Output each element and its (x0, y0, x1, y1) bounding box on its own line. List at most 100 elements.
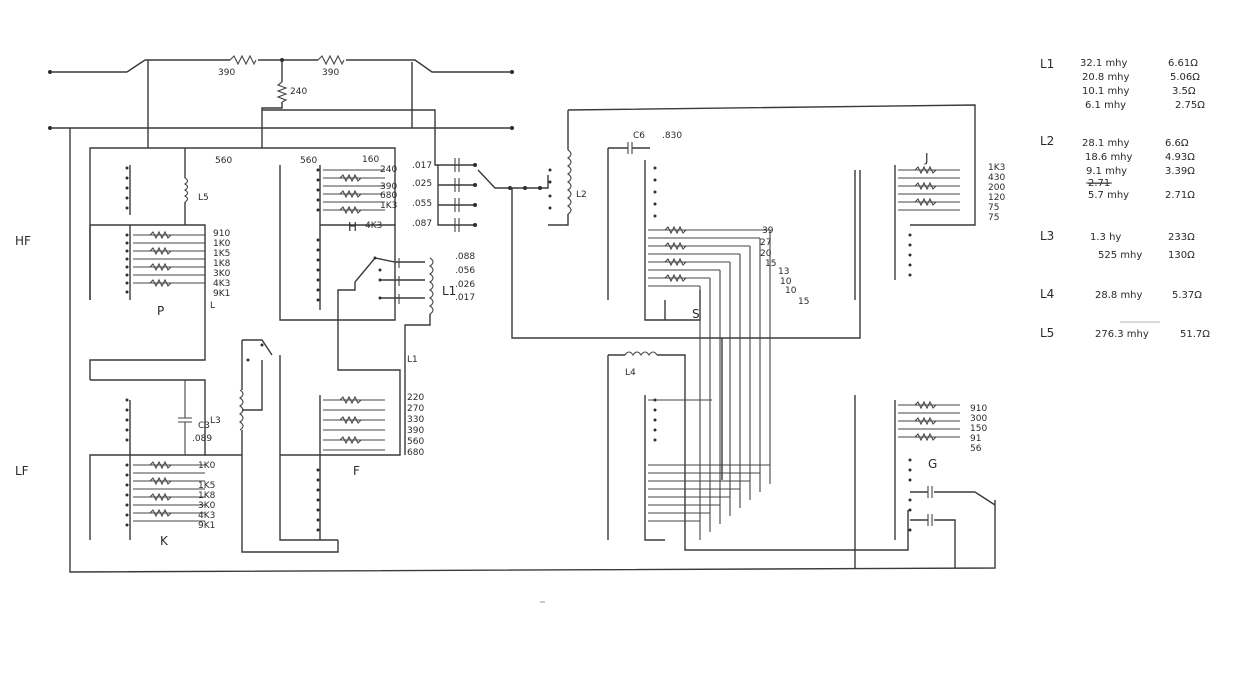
l1-tap-label: L1 (407, 355, 418, 365)
table-l4-name: L4 (1040, 287, 1054, 301)
section-j (854, 165, 960, 300)
p-value-4: 3K0 (213, 269, 231, 279)
resistor-560-b: 560 (300, 156, 317, 166)
l1-coil-label: L1 (442, 284, 456, 298)
l4-coil (607, 338, 909, 551)
h-cap-2: .055 (412, 199, 432, 209)
table-l3-ind-0: 1.3 hy (1090, 232, 1121, 243)
f-value-2: 330 (407, 415, 424, 425)
h-value-3: 1K3 (380, 201, 397, 211)
j-value-2: 200 (988, 183, 1005, 193)
table-l1-ind-0: 32.1 mhy (1080, 58, 1128, 69)
outer-frame-wire (69, 104, 996, 573)
table-l2-res-1: 4.93Ω (1165, 152, 1195, 163)
table-l2-ind-0: 28.1 mhy (1082, 138, 1130, 149)
p-value-3: 1K8 (213, 259, 231, 269)
inductor-table: L1 32.1 mhy 6.61Ω 20.8 mhy 5.06Ω 10.1 mh… (1040, 57, 1210, 340)
s-value-7: 15 (798, 297, 809, 307)
h-top-value: 160 (362, 155, 379, 165)
s-value-4: 13 (778, 267, 789, 277)
p-tap-label: L (210, 301, 215, 311)
table-l4-res-0: 5.37Ω (1172, 290, 1202, 301)
table-l3-name: L3 (1040, 229, 1054, 243)
band-label-hf: HF (15, 234, 31, 248)
resistor-390-a: 390 (218, 68, 235, 78)
s-value-6: 10 (785, 286, 797, 296)
j-value-1: 430 (988, 173, 1005, 183)
l1-coil (337, 256, 434, 340)
l2-coil (511, 110, 861, 339)
p-value-1: 1K0 (213, 239, 231, 249)
f-value-0: 220 (407, 393, 424, 403)
table-l3-res-1: 130Ω (1168, 250, 1195, 261)
h-cap-1: .025 (412, 179, 432, 189)
f-value-3: 390 (407, 426, 424, 436)
j-value-0: 1K3 (988, 163, 1005, 173)
l1-cap-0: .088 (455, 252, 475, 262)
l3-coil-label: L3 (210, 416, 221, 426)
k-value-0: 1K0 (198, 461, 216, 471)
section-g (854, 395, 996, 568)
h-capacitor-bank (437, 158, 549, 232)
p-value-5: 4K3 (213, 279, 230, 289)
table-l2-res-4: 2.71Ω (1165, 190, 1195, 201)
table-l3-ind-1: 525 mhy (1098, 250, 1142, 261)
band-label-lf: LF (15, 464, 29, 478)
k-value-2: 1K8 (198, 491, 216, 501)
top-input-bus (48, 54, 514, 148)
s-value-3: 15 (765, 259, 776, 269)
table-l2-ind-4: 5.7 mhy (1088, 190, 1129, 201)
g-value-3: 91 (970, 434, 981, 444)
c3-value: .089 (192, 434, 212, 444)
section-j-label: J (924, 151, 929, 165)
table-l2-name: L2 (1040, 134, 1054, 148)
h-value-1: 390 (380, 182, 397, 192)
c6-label: C6 (633, 131, 645, 141)
g-value-2: 150 (970, 424, 987, 434)
h-bottom-value: 4K3 (365, 221, 382, 231)
l4-coil-label: L4 (625, 368, 636, 378)
p-value-2: 1K5 (213, 249, 230, 259)
j-value-3: 120 (988, 193, 1005, 203)
k-value-4: 4K3 (198, 511, 215, 521)
l1-cap-2: .026 (455, 280, 475, 290)
h-cap-3: .087 (412, 219, 432, 229)
resistor-390-b: 390 (322, 68, 339, 78)
k-value-3: 3K0 (198, 501, 216, 511)
k-value-1: 1K5 (198, 481, 215, 491)
section-h-label: H (348, 220, 357, 234)
resistor-560-a: 560 (215, 156, 232, 166)
table-l5-ind-0: 276.3 mhy (1095, 329, 1149, 340)
table-l1-ind-2: 10.1 mhy (1082, 86, 1130, 97)
table-l1-ind-1: 20.8 mhy (1082, 72, 1130, 83)
f-value-5: 680 (407, 448, 424, 458)
c6-value: .830 (662, 131, 682, 141)
g-value-1: 300 (970, 414, 987, 424)
table-l2-ind-1: 18.6 mhy (1085, 152, 1133, 163)
h-cap-0: .017 (412, 161, 432, 171)
section-p (89, 148, 206, 380)
section-p-label: P (157, 304, 164, 318)
f-value-1: 270 (407, 404, 424, 414)
section-s-label: S (692, 307, 700, 321)
section-h (279, 165, 396, 321)
table-l2-res-0: 6.6Ω (1165, 138, 1189, 149)
c3-label: C3 (198, 421, 210, 431)
j-value-4: 75 (988, 203, 999, 213)
section-k-label: K (160, 534, 169, 548)
section-f (279, 320, 406, 541)
h-value-0: 240 (380, 165, 397, 175)
table-l1-ind-3: 6.1 mhy (1085, 100, 1126, 111)
l1-cap-3: .017 (455, 293, 475, 303)
table-l1-name: L1 (1040, 57, 1054, 71)
l5-label: L5 (198, 193, 209, 203)
section-k (89, 379, 242, 540)
s-value-0: 39 (762, 226, 774, 236)
resistor-240: 240 (290, 87, 307, 97)
table-l1-res-1: 5.06Ω (1170, 72, 1200, 83)
table-l1-res-0: 6.61Ω (1168, 58, 1198, 69)
l3-coil (239, 339, 339, 553)
table-l2-ind-2: 9.1 mhy (1086, 166, 1127, 177)
section-s (607, 142, 771, 540)
